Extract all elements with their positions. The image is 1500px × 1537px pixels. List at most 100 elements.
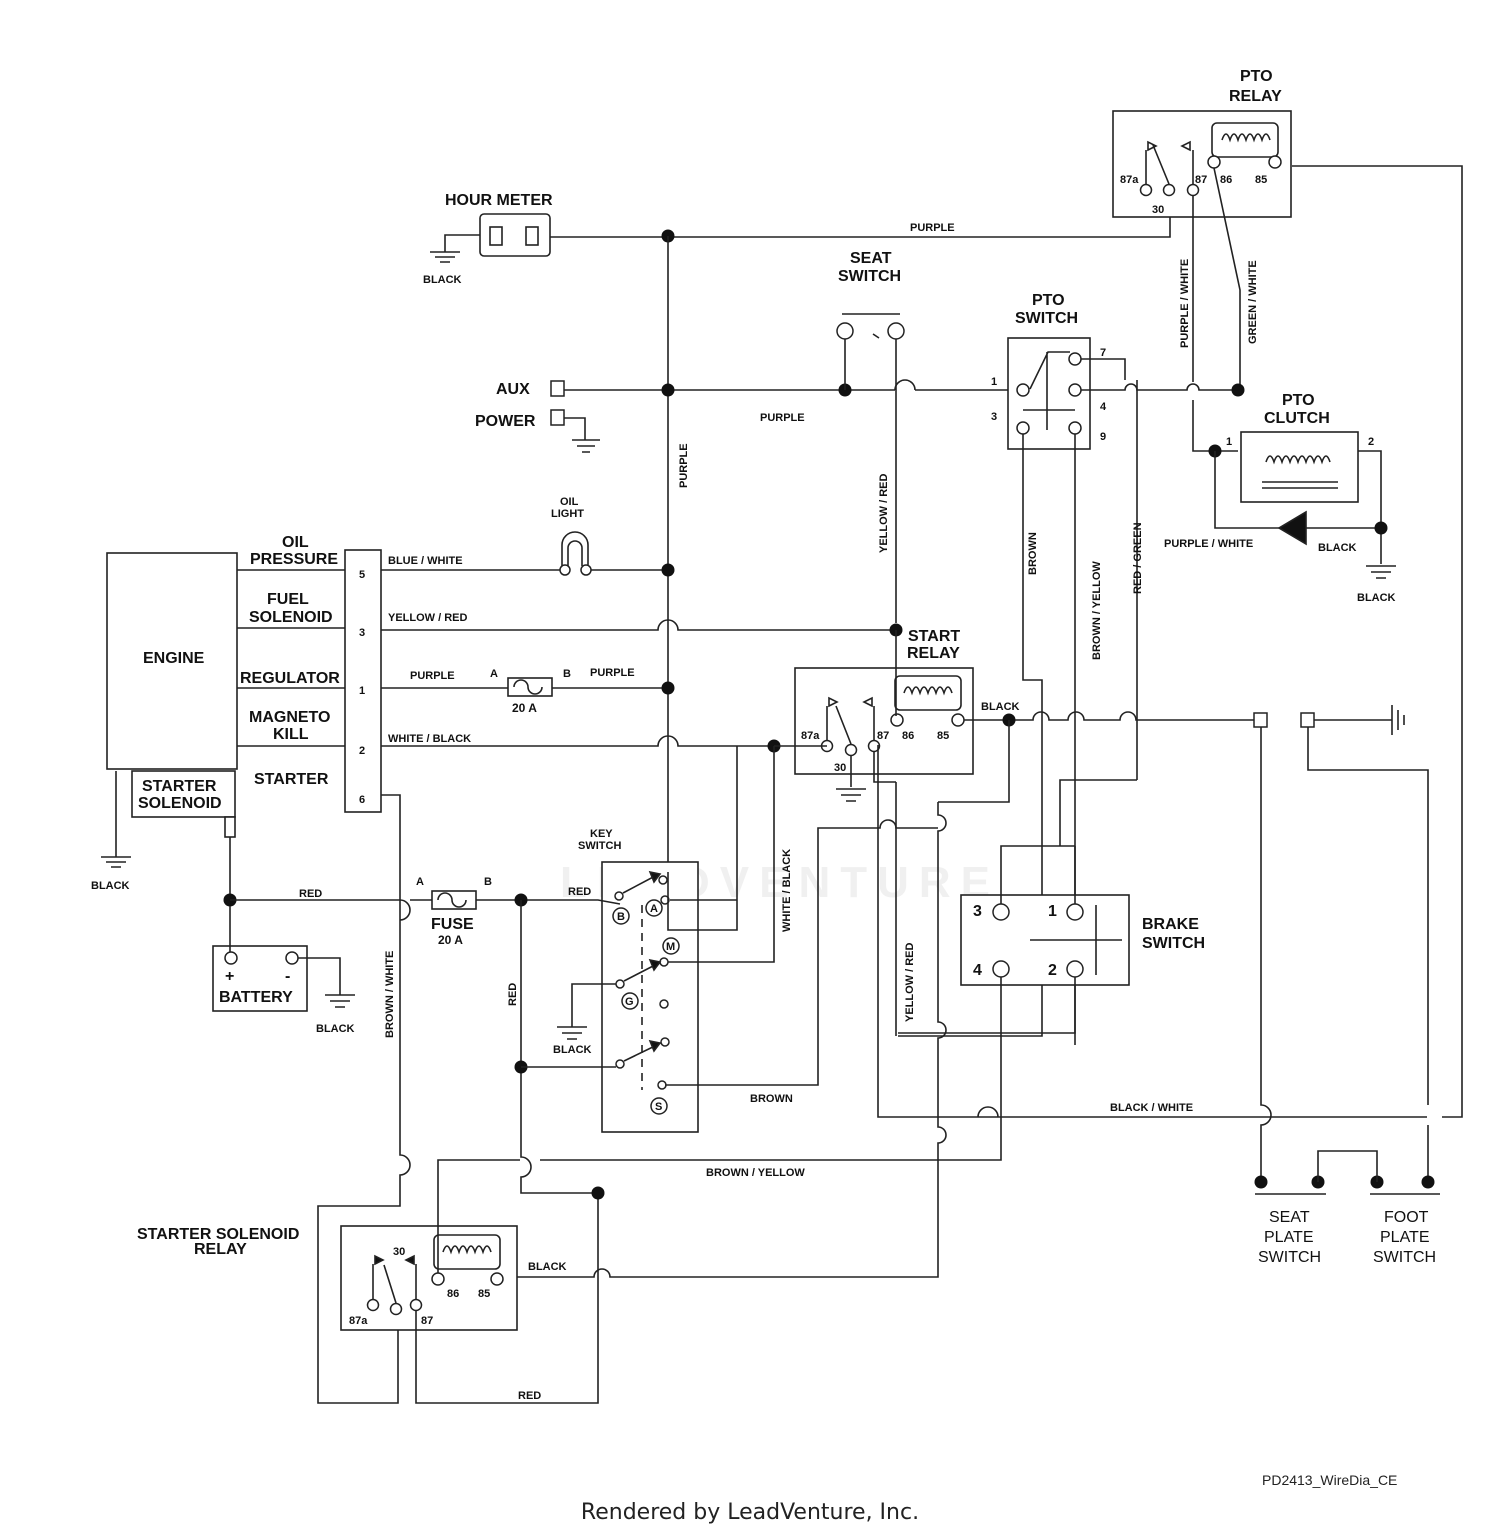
svg-text:4: 4 [1100, 401, 1107, 413]
svg-text:BLACK: BLACK [528, 1261, 567, 1273]
svg-text:BRAKE: BRAKE [1142, 916, 1199, 933]
svg-text:KEY: KEY [590, 828, 613, 840]
svg-text:BLACK: BLACK [91, 880, 130, 892]
svg-text:LIGHT: LIGHT [551, 508, 584, 520]
svg-text:1: 1 [1226, 436, 1232, 448]
svg-text:B: B [484, 876, 492, 888]
svg-text:FUSE: FUSE [431, 916, 474, 933]
svg-text:SWITCH: SWITCH [1015, 310, 1078, 327]
svg-text:SEAT: SEAT [1269, 1209, 1310, 1226]
svg-text:6: 6 [359, 794, 365, 806]
svg-text:PTO: PTO [1240, 68, 1273, 85]
svg-text:1: 1 [991, 376, 997, 388]
brake-switch: 3 1 4 2 BRAKE SWITCH [960, 894, 1205, 986]
svg-text:CLUTCH: CLUTCH [1264, 410, 1330, 427]
svg-text:MAGNETO: MAGNETO [249, 709, 330, 726]
starter-solenoid-relay: 87a 30 87 86 85 STARTER SOLENOID RELAY [137, 1225, 518, 1331]
svg-text:30: 30 [393, 1246, 405, 1258]
svg-text:BLUE / WHITE: BLUE / WHITE [388, 555, 463, 567]
svg-text:85: 85 [1255, 174, 1267, 186]
svg-text:BLACK / WHITE: BLACK / WHITE [1110, 1102, 1193, 1114]
svg-text:87a: 87a [801, 730, 820, 742]
svg-text:1: 1 [359, 685, 365, 697]
svg-text:20 A: 20 A [438, 933, 463, 947]
svg-text:SOLENOID: SOLENOID [249, 609, 333, 626]
svg-text:2: 2 [1048, 962, 1057, 979]
svg-text:87a: 87a [1120, 174, 1139, 186]
svg-text:PLATE: PLATE [1264, 1229, 1314, 1246]
svg-text:OIL: OIL [282, 534, 309, 551]
svg-text:RELAY: RELAY [194, 1241, 247, 1258]
svg-text:WHITE / BLACK: WHITE / BLACK [388, 733, 471, 745]
key-switch: KEY SWITCH B A M G S [578, 828, 699, 1133]
svg-text:SWITCH: SWITCH [1258, 1249, 1321, 1266]
svg-text:BROWN: BROWN [1027, 532, 1039, 575]
svg-text:WHITE / BLACK: WHITE / BLACK [781, 849, 793, 932]
svg-text:FUEL: FUEL [267, 591, 309, 608]
svg-text:RED: RED [299, 888, 322, 900]
svg-text:AUX: AUX [496, 381, 530, 398]
footer-credit: Rendered by LeadVenture, Inc. [580, 1500, 920, 1525]
wire-label-purple-vertical: PURPLE [678, 443, 690, 488]
svg-text:BROWN / WHITE: BROWN / WHITE [384, 951, 396, 1038]
svg-text:PTO: PTO [1282, 392, 1315, 409]
svg-text:20 A: 20 A [512, 701, 537, 715]
svg-text:RELAY: RELAY [1229, 88, 1282, 105]
seat-switch: SEAT SWITCH [836, 250, 905, 390]
svg-text:1: 1 [1048, 903, 1057, 920]
wire-label-black: BLACK [423, 274, 462, 286]
svg-text:4: 4 [973, 962, 982, 979]
seat-plate-switch: SEAT PLATE SWITCH [1254, 1175, 1326, 1266]
svg-text:START: START [908, 628, 960, 645]
svg-text:BATTERY: BATTERY [219, 989, 293, 1006]
svg-text:86: 86 [1220, 174, 1232, 186]
svg-text:BROWN / YELLOW: BROWN / YELLOW [1091, 561, 1103, 660]
svg-text:9: 9 [1100, 431, 1106, 443]
svg-text:SEAT: SEAT [850, 250, 892, 267]
svg-text:BLACK: BLACK [1318, 542, 1357, 554]
main-fuse: A B FUSE 20 A [416, 876, 492, 947]
svg-text:BROWN: BROWN [750, 1093, 793, 1105]
svg-text:7: 7 [1100, 347, 1106, 359]
svg-text:BLACK: BLACK [981, 701, 1020, 713]
svg-text:SOLENOID: SOLENOID [138, 795, 222, 812]
foot-plate-switch: FOOT PLATE SWITCH [1370, 1175, 1440, 1266]
svg-text:SWITCH: SWITCH [578, 840, 621, 852]
svg-text:5: 5 [359, 569, 365, 581]
svg-text:3: 3 [359, 627, 365, 639]
svg-text:G: G [625, 996, 634, 1008]
oil-light: OIL LIGHT [551, 496, 592, 576]
svg-text:A: A [650, 903, 658, 915]
pto-clutch: 1 2 PTO CLUTCH [1226, 392, 1374, 503]
svg-text:85: 85 [937, 730, 949, 742]
svg-text:POWER: POWER [475, 413, 536, 430]
svg-text:RED: RED [568, 886, 591, 898]
svg-text:ENGINE: ENGINE [143, 650, 205, 667]
svg-text:SWITCH: SWITCH [1373, 1249, 1436, 1266]
svg-text:BLACK: BLACK [316, 1023, 355, 1035]
svg-text:87a: 87a [349, 1315, 368, 1327]
svg-text:RED: RED [507, 983, 519, 1006]
svg-text:FOOT: FOOT [1384, 1209, 1429, 1226]
svg-text:YELLOW / RED: YELLOW / RED [904, 943, 916, 1023]
svg-text:A: A [490, 668, 498, 680]
svg-text:PLATE: PLATE [1380, 1229, 1430, 1246]
battery: + - BATTERY [212, 945, 308, 1012]
svg-text:PURPLE / WHITE: PURPLE / WHITE [1164, 538, 1253, 550]
svg-text:PURPLE: PURPLE [590, 667, 635, 679]
svg-text:STARTER: STARTER [142, 778, 217, 795]
svg-text:BLACK: BLACK [553, 1044, 592, 1056]
svg-text:3: 3 [991, 411, 997, 423]
svg-text:+: + [225, 968, 234, 985]
pto-relay: 87a 30 87 86 85 PTO RELAY [1112, 68, 1292, 218]
svg-text:A: A [416, 876, 424, 888]
svg-text:OIL: OIL [560, 496, 579, 508]
svg-text:RELAY: RELAY [907, 645, 960, 662]
ground-symbol [430, 251, 460, 263]
svg-text:RED: RED [518, 1390, 541, 1402]
svg-text:87: 87 [877, 730, 889, 742]
diagram-code: PD2413_WireDia_CE [1262, 1472, 1398, 1488]
start-relay: 87a 30 87 86 85 START RELAY [794, 628, 974, 775]
engine: ENGINE STARTER SOLENOID BLACK [91, 552, 238, 900]
